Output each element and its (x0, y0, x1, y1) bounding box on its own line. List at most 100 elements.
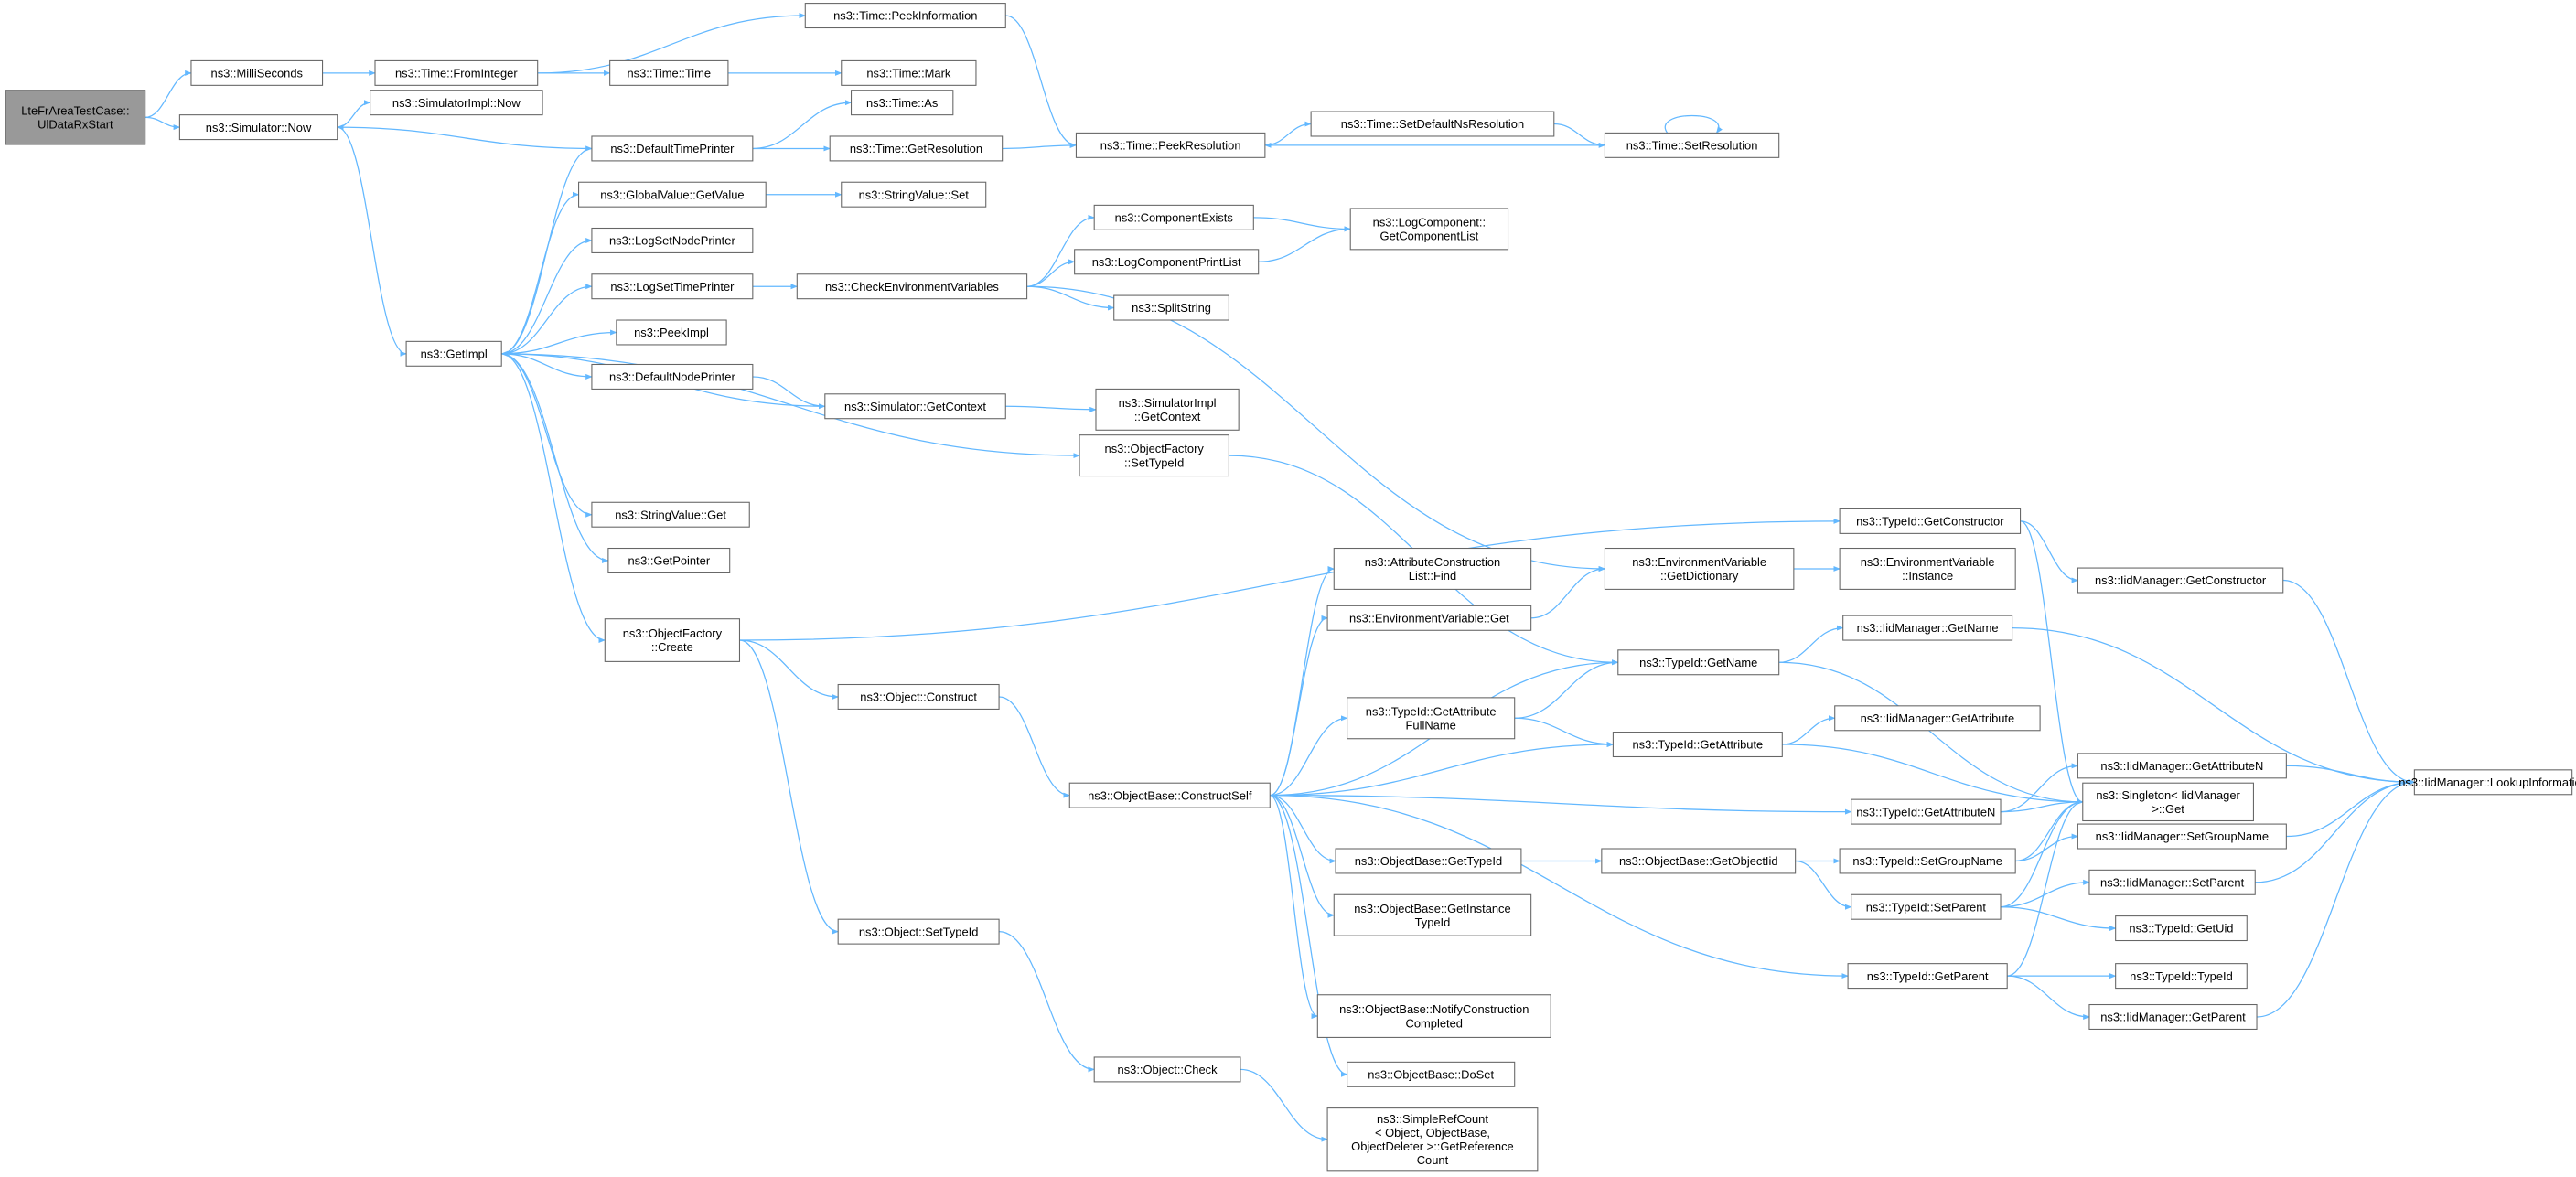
call-edge-evget-to-getdict (1530, 565, 1606, 619)
function-node[interactable]: ns3::LogComponentPrintList (1074, 249, 1260, 275)
function-node[interactable]: ns3::Object::Check (1093, 1056, 1241, 1083)
node-box (591, 135, 754, 162)
function-node[interactable]: ns3::TypeId::GetAttributeN (1851, 798, 2002, 825)
function-node[interactable]: ns3::SplitString (1113, 294, 1229, 321)
node-box (1333, 547, 1532, 590)
node-label: ns3::SimpleRefCount (1377, 1112, 1488, 1126)
function-node[interactable]: ns3::GlobalValue::GetValue (578, 181, 767, 208)
function-node[interactable]: ns3::ObjectBase::NotifyConstructionCompl… (1316, 994, 1551, 1038)
function-node[interactable]: ns3::StringValue::Set (841, 181, 987, 208)
function-node[interactable]: ns3::IidManager::SetParent (2088, 869, 2256, 895)
node-box (837, 918, 1000, 945)
function-node[interactable]: ns3::GetImpl (405, 340, 502, 367)
call-edge-peekinfo-to-peekres (1005, 15, 1078, 148)
call-edge-snow-to-simimplnow (337, 100, 371, 128)
function-node[interactable]: ns3::GetPointer (607, 547, 731, 573)
node-label: ObjectDeleter >::GetReference (1351, 1140, 1514, 1153)
function-node[interactable]: ns3::ObjectBase::ConstructSelf (1068, 782, 1271, 808)
function-node[interactable]: ns3::IidManager::GetAttributeN (2077, 753, 2287, 779)
function-node[interactable]: ns3::TypeId::GetConstructor (1839, 508, 2022, 534)
call-edge-tsetgroup-to-singleton (2015, 798, 2084, 862)
function-node[interactable]: ns3::Time::SetDefaultNsResolution (1310, 111, 1555, 137)
function-node[interactable]: ns3::TypeId::GetParent (1847, 963, 2008, 990)
function-node[interactable]: ns3::IidManager::GetConstructor (2077, 567, 2284, 594)
function-node[interactable]: ns3::Time::SetResolution (1604, 132, 1780, 158)
function-node[interactable]: ns3::ComponentExists (1093, 204, 1254, 230)
function-node[interactable]: ns3::Object::SetTypeId (837, 918, 1000, 945)
function-node[interactable]: ns3::Time::PeekResolution (1075, 132, 1266, 158)
function-node[interactable]: ns3::StringValue::Get (591, 501, 750, 528)
function-node[interactable]: ns3::Time::FromInteger (374, 59, 539, 86)
function-node[interactable]: ns3::ObjectBase::GetObjectIid (1601, 848, 1797, 874)
function-node[interactable]: ns3::Singleton< IidManager>::Get (2082, 782, 2254, 822)
function-node[interactable]: ns3::TypeId::SetParent (1851, 893, 2002, 920)
function-node[interactable]: ns3::SimulatorImpl::Now (370, 90, 543, 116)
function-node[interactable]: ns3::MilliSeconds (190, 59, 324, 86)
function-node[interactable]: ns3::Time::PeekInformation (804, 3, 1006, 29)
function-node[interactable]: ns3::Simulator::GetContext (824, 393, 1006, 420)
function-node[interactable]: ns3::TypeId::GetAttribute (1612, 732, 1783, 758)
call-edge-snow-to-getimpl (337, 126, 407, 357)
node-box (1093, 204, 1254, 230)
edges-layer (145, 13, 2416, 1142)
function-node[interactable]: ns3::CheckEnvironmentVariables (796, 273, 1028, 300)
node-label: ns3::IidManager::GetName (1857, 621, 1999, 635)
function-node[interactable]: ns3::TypeId::SetGroupName (1839, 848, 2016, 874)
function-node[interactable]: ns3::PeekImpl (616, 319, 727, 346)
function-node[interactable]: ns3::TypeId::TypeId (2115, 963, 2248, 990)
function-node[interactable]: ns3::DefaultNodePrinter (591, 363, 754, 390)
function-node[interactable]: ns3::TypeId::GetName (1617, 649, 1780, 676)
node-label: ns3::EnvironmentVariable::Get (1349, 611, 1509, 625)
node-box (591, 363, 754, 390)
function-node[interactable]: ns3::IidManager::GetAttribute (1834, 705, 2041, 732)
node-box (578, 181, 767, 208)
function-node[interactable]: ns3::ObjectFactory::SetTypeId (1079, 434, 1229, 477)
root-function-node[interactable]: LteFrAreaTestCase::UlDataRxStart (5, 90, 146, 145)
function-node[interactable]: ns3::ObjectFactory::Create (604, 618, 741, 662)
function-node[interactable]: ns3::LogSetTimePrinter (591, 273, 754, 300)
function-node[interactable]: ns3::Simulator::Now (178, 114, 338, 141)
node-box (2088, 1003, 2258, 1030)
function-node[interactable]: ns3::EnvironmentVariable::GetDictionary (1604, 547, 1795, 590)
function-node[interactable]: ns3::Time::Time (609, 59, 729, 86)
function-node[interactable]: ns3::IidManager::GetParent (2088, 1003, 2258, 1030)
function-node[interactable]: ns3::Time::As (850, 90, 954, 116)
function-node[interactable]: ns3::DefaultTimePrinter (591, 135, 754, 162)
call-edge-getimpl-to-lstp (501, 284, 593, 355)
function-node[interactable]: ns3::IidManager::GetName (1842, 615, 2013, 641)
function-node[interactable]: ns3::IidManager::SetGroupName (2077, 823, 2287, 850)
node-label: >::Get (2152, 802, 2184, 816)
function-node[interactable]: ns3::ObjectBase::GetTypeId (1335, 848, 1522, 874)
node-label: ::Create (651, 640, 693, 654)
function-node[interactable]: ns3::IidManager::LookupInformation (2399, 769, 2576, 796)
node-label: ns3::MilliSeconds (211, 67, 303, 80)
node-label: ns3::TypeId::GetParent (1867, 969, 1989, 983)
function-node[interactable]: ns3::Object::Construct (837, 683, 1000, 710)
function-node[interactable]: ns3::EnvironmentVariable::Instance (1839, 547, 2016, 590)
call-edge-tgetparent-to-iidgetparent (2007, 975, 2090, 1020)
node-box (841, 181, 987, 208)
node-label: LteFrAreaTestCase:: (21, 103, 129, 117)
function-node[interactable]: ns3::EnvironmentVariable::Get (1326, 605, 1532, 631)
node-box (1851, 798, 2002, 825)
node-label: ns3::ObjectBase::DoSet (1368, 1067, 1494, 1081)
node-label: FullName (1406, 719, 1456, 733)
node-label: ns3::ObjectFactory (623, 626, 723, 640)
function-node[interactable]: ns3::TypeId::GetUid (2115, 915, 2248, 942)
function-node[interactable]: ns3::LogComponent::GetComponentList (1349, 208, 1509, 251)
function-node[interactable]: ns3::Time::Mark (841, 59, 977, 86)
node-box (829, 135, 1004, 162)
node-label: ns3::LogSetTimePrinter (610, 280, 735, 294)
node-box (1847, 963, 2008, 990)
function-node[interactable]: ns3::Time::GetResolution (829, 135, 1004, 162)
node-box (2077, 753, 2287, 779)
function-node[interactable]: ns3::LogSetNodePrinter (591, 227, 754, 253)
function-node[interactable]: ns3::SimpleRefCount< Object, ObjectBase,… (1326, 1107, 1539, 1172)
function-node[interactable]: ns3::SimulatorImpl::GetContext (1095, 388, 1240, 431)
function-node[interactable]: ns3::ObjectBase::DoSet (1347, 1061, 1516, 1087)
node-box (2077, 823, 2287, 850)
